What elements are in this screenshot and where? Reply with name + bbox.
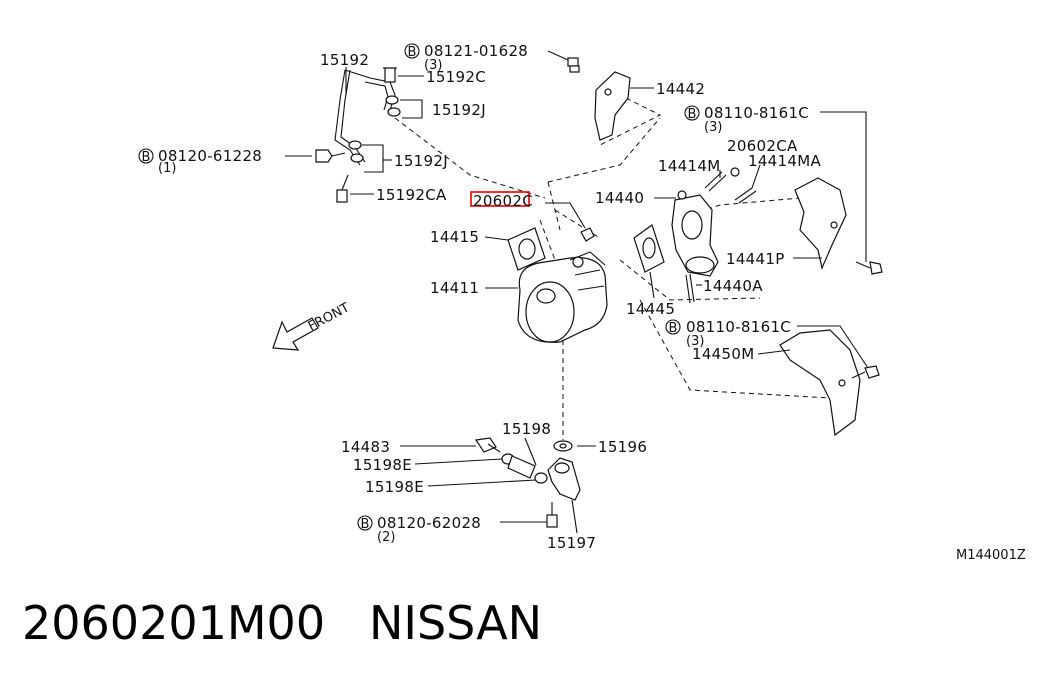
leader-lines — [285, 50, 869, 534]
label-20602C[interactable]: 20602C — [473, 192, 533, 210]
connector-14483[interactable] — [474, 437, 501, 453]
stud-14440A[interactable] — [685, 273, 695, 304]
footer-brand: NISSAN — [368, 596, 543, 650]
footer-title: 2060201M00 NISSAN — [22, 596, 542, 650]
label-14445[interactable]: 14445 — [626, 300, 675, 318]
front-label: FRONT — [306, 300, 352, 334]
turbocharger-parts-diagram: B B B B B 15192 08121-01628 (3) 15192C 1… — [138, 42, 1026, 563]
turbocharger-14411[interactable] — [517, 251, 608, 343]
bolt-15192CA[interactable] — [336, 174, 349, 203]
label-14440A[interactable]: 14440A — [703, 277, 763, 295]
label-08110-upper-qty: (3) — [704, 120, 722, 135]
bolt-symbol-icon: B — [665, 319, 681, 336]
label-14483[interactable]: 14483 — [341, 438, 390, 456]
label-14414MA[interactable]: 14414MA — [748, 152, 821, 170]
label-08120-62028-qty: (2) — [377, 530, 395, 545]
label-14440[interactable]: 14440 — [595, 189, 644, 207]
hose-15198[interactable] — [507, 455, 536, 479]
label-15196[interactable]: 15196 — [598, 438, 647, 456]
label-14415[interactable]: 14415 — [430, 228, 479, 246]
washers-15192J-upper[interactable] — [385, 95, 401, 117]
bolt-08120-61228[interactable] — [315, 149, 346, 163]
label-15198E-upper[interactable]: 15198E — [353, 456, 412, 474]
label-20602CA[interactable]: 20602CA — [727, 137, 798, 155]
label-08120-61228-qty: (1) — [158, 161, 176, 176]
label-15192C[interactable]: 15192C — [426, 68, 486, 86]
bolt-symbol-icon: B — [357, 515, 373, 532]
label-15192CA[interactable]: 15192CA — [376, 186, 447, 204]
bolt-08110-8161C-lower[interactable] — [851, 365, 880, 379]
heat-insulator-14450M[interactable] — [779, 329, 861, 437]
label-15192J-upper[interactable]: 15192J — [432, 101, 486, 119]
footer-part-number: 2060201M00 — [22, 596, 326, 650]
label-14414M[interactable]: 14414M — [658, 157, 720, 175]
bolt-symbol-letter: B — [142, 150, 151, 165]
highlight-box — [470, 191, 530, 207]
label-08121-01628[interactable]: 08121-01628 — [424, 42, 528, 60]
bolt-symbol-letter: B — [361, 517, 370, 532]
front-arrow-icon — [272, 317, 319, 351]
exhaust-outlet-14440[interactable] — [671, 190, 719, 277]
oil-feed-pipe-15192[interactable] — [334, 69, 396, 166]
bolt-symbol-letter: B — [688, 107, 697, 122]
label-08110-8161C-upper[interactable]: 08110-8161C — [704, 104, 809, 122]
gasket-14415[interactable] — [507, 227, 546, 271]
label-14441P[interactable]: 14441P — [726, 250, 785, 268]
bolt-symbol-icon: B — [138, 148, 154, 165]
label-08110-lower-qty: (3) — [686, 334, 704, 349]
bolt-symbol-icon: B — [404, 43, 420, 60]
bolt-08121-01628[interactable] — [567, 57, 580, 73]
diagram-code: M144001Z — [956, 548, 1026, 563]
clamp-15198E-lower[interactable] — [534, 472, 548, 484]
bolt-08120-62028[interactable] — [546, 502, 558, 528]
gasket-15196[interactable] — [553, 440, 573, 452]
label-08120-61228[interactable]: 08120-61228 — [158, 147, 262, 165]
label-08110-8161C-lower[interactable]: 08110-8161C — [686, 318, 791, 336]
label-15192[interactable]: 15192 — [320, 51, 369, 69]
label-08120-62028[interactable]: 08120-62028 — [377, 514, 481, 532]
label-08121-qty: (3) — [424, 58, 442, 73]
studs-14414M-14414MA[interactable] — [704, 167, 757, 204]
gasket-14445[interactable] — [633, 224, 665, 273]
label-15198[interactable]: 15198 — [502, 420, 551, 438]
bolt-symbol-letter: B — [408, 45, 417, 60]
label-14411[interactable]: 14411 — [430, 279, 479, 297]
label-14442[interactable]: 14442 — [656, 80, 705, 98]
oil-return-tube-15197[interactable] — [547, 457, 581, 501]
heat-insulator-14441P[interactable] — [794, 177, 847, 270]
bolt-08110-8161C-upper[interactable] — [855, 261, 883, 275]
label-15197[interactable]: 15197 — [547, 534, 596, 552]
washers-15192J-lower[interactable] — [348, 140, 364, 163]
heat-insulator-14442[interactable] — [594, 71, 631, 141]
label-14450M[interactable]: 14450M — [692, 345, 754, 363]
bolt-symbol-icon: B — [684, 105, 700, 122]
label-15192J-lower[interactable]: 15192J — [394, 152, 448, 170]
banjo-bolt-15192C[interactable] — [383, 67, 397, 83]
nut-20602C[interactable] — [580, 227, 595, 242]
bolt-symbol-letter: B — [669, 321, 678, 336]
label-15198E-lower[interactable]: 15198E — [365, 478, 424, 496]
